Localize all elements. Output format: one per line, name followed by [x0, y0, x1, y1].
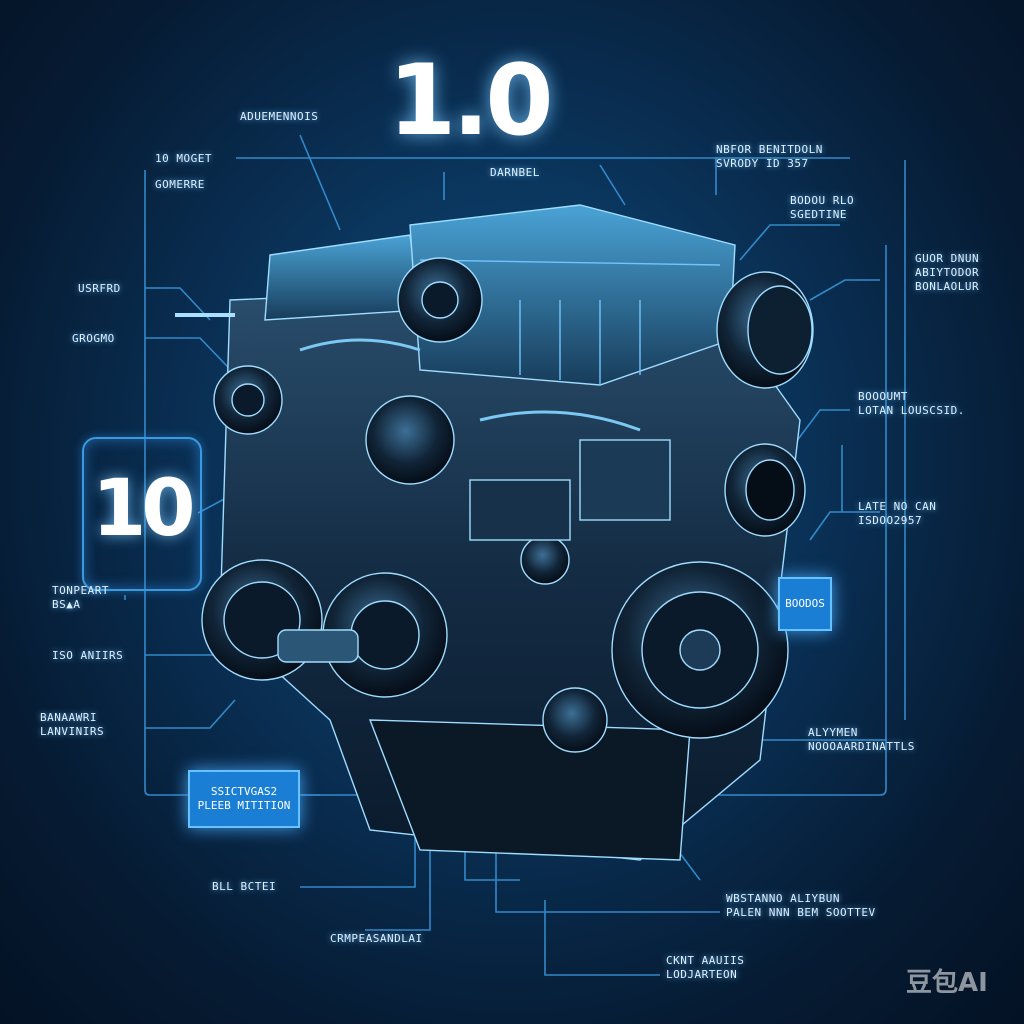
label-top-right: NBFOR BENITDOLN SVRODY ID 357: [716, 143, 823, 170]
label-left-2: USRFRD: [78, 282, 121, 295]
label-right-5: ALYYMEN NOOOAARDINATTLS: [808, 726, 915, 753]
label-left-5: ISO ANIIRS: [52, 649, 124, 662]
highlight-box-bottom-left: SSICTVGAS2 PLEEB MITITION: [188, 770, 300, 828]
label-right-4: LATE NO CAN ISDOO2957: [858, 500, 937, 527]
watermark-logo: 豆包AI: [906, 968, 988, 998]
label-left-1: 10 MOGET GOMERRE: [155, 152, 212, 191]
badge-frame: [82, 437, 202, 591]
label-bottom-left: BLL BCTEI: [212, 880, 277, 893]
label-left-6: BANAAWRI LANVINIRS: [40, 711, 105, 738]
label-left-3: GROGMO: [72, 332, 115, 345]
label-top-center: DARNBEL: [490, 166, 540, 179]
label-left-4: TONPEART BS▲A: [52, 584, 109, 611]
label-bottom-center-right: WBSTANNO ALIYBUN PALEN NNN BEM SOOTTEV: [726, 892, 876, 919]
main-title: 1.0: [388, 44, 554, 158]
label-right-1: BODOU RLO SGEDTINE: [790, 194, 855, 221]
highlight-box-right: BOODOS: [778, 577, 832, 631]
label-bottom-center: CKNT AAUIIS LODJARTEON: [666, 954, 745, 981]
label-right-3: BOOOUMT LOTAN LOUSCSID.: [858, 390, 965, 417]
label-right-2: GUOR DNUN ABIYTODOR BONLAOLUR: [915, 252, 980, 293]
label-top-left: ADUEMENNOIS: [240, 110, 319, 123]
badge-number: 10: [92, 464, 196, 554]
label-bottom-center-left: CRMPEASANDLAI: [330, 932, 423, 945]
